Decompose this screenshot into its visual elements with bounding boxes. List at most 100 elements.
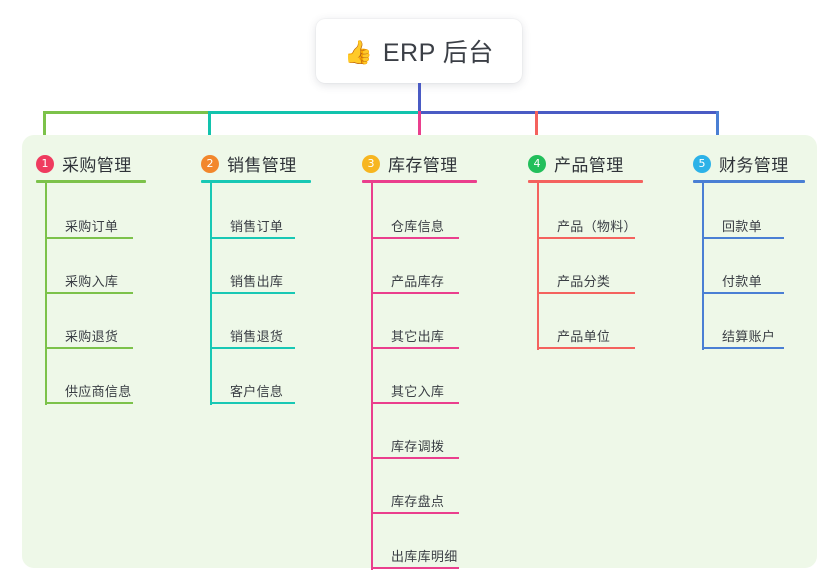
- connector-drop-4: [535, 111, 538, 147]
- connector-drop-2: [208, 111, 211, 147]
- list-item[interactable]: 其它入库: [371, 384, 459, 404]
- list-item-rule: [537, 237, 635, 239]
- list-item[interactable]: 出库库明细: [371, 549, 459, 569]
- connector-bar-right: [419, 111, 717, 114]
- column-1: 1 采购管理采购订单采购入库采购退货供应商信息: [36, 147, 164, 405]
- column-header-4[interactable]: 4 产品管理: [528, 147, 666, 180]
- thumbs-up-icon: 👍: [344, 38, 373, 65]
- column-2: 2 销售管理销售订单销售出库销售退货客户信息: [201, 147, 326, 405]
- connector-drop-5: [716, 111, 719, 147]
- trunk-line: [418, 83, 421, 113]
- column-spine-2: [210, 183, 212, 405]
- list-item-rule: [702, 237, 784, 239]
- list-item[interactable]: 产品库存: [371, 274, 459, 294]
- column-title-2: 销售管理: [227, 156, 297, 175]
- list-item-rule: [210, 292, 295, 294]
- list-item[interactable]: 回款单: [702, 219, 784, 239]
- column-spine-4: [537, 183, 539, 350]
- list-item-label: 销售订单: [230, 219, 284, 234]
- tree-panel: 1 采购管理采购订单采购入库采购退货供应商信息 2 销售管理销售订单销售出库销售退货客…: [22, 135, 817, 570]
- list-item-rule: [371, 512, 459, 514]
- list-item[interactable]: 采购订单: [45, 219, 133, 239]
- list-item-label: 产品分类: [557, 274, 611, 289]
- list-item[interactable]: 库存调拨: [371, 439, 459, 459]
- column-header-rule-2: [201, 180, 311, 183]
- list-item-rule: [45, 237, 133, 239]
- root-title-card[interactable]: 👍 ERP 后台: [316, 19, 522, 83]
- column-title-3: 库存管理: [388, 156, 458, 175]
- list-item[interactable]: 销售订单: [210, 219, 295, 239]
- column-header-rule-3: [362, 180, 477, 183]
- list-item-label: 结算账户: [722, 329, 776, 344]
- column-spine-5: [702, 183, 704, 350]
- list-item-label: 回款单: [722, 219, 762, 234]
- list-item[interactable]: 销售出库: [210, 274, 295, 294]
- column-header-rule-5: [693, 180, 805, 183]
- list-item[interactable]: 采购入库: [45, 274, 133, 294]
- list-item-rule: [371, 292, 459, 294]
- list-item-label: 客户信息: [230, 384, 284, 399]
- list-item-rule: [45, 292, 133, 294]
- list-item-rule: [45, 402, 133, 404]
- connector-bar-left: [44, 111, 209, 114]
- list-item-label: 仓库信息: [391, 219, 445, 234]
- list-item-rule: [702, 347, 784, 349]
- column-title-1: 采购管理: [62, 156, 132, 175]
- column-header-rule-4: [528, 180, 643, 183]
- column-header-1[interactable]: 1 采购管理: [36, 147, 164, 180]
- column-header-3[interactable]: 3 库存管理: [362, 147, 490, 180]
- list-item[interactable]: 其它出库: [371, 329, 459, 349]
- list-item-label: 库存盘点: [391, 494, 445, 509]
- column-badge-2: 2: [201, 154, 219, 173]
- list-item-label: 销售退货: [230, 329, 284, 344]
- list-item-rule: [371, 347, 459, 349]
- list-item-rule: [371, 237, 459, 239]
- list-item-rule: [537, 292, 635, 294]
- list-item-label: 付款单: [722, 274, 762, 289]
- connector-drop-1: [43, 111, 46, 147]
- column-3: 3 库存管理仓库信息产品库存其它出库其它入库库存调拨库存盘点出库库明细: [362, 147, 490, 570]
- list-item-rule: [702, 292, 784, 294]
- column-spine-3: [371, 183, 373, 570]
- column-badge-3: 3: [362, 154, 380, 173]
- list-item-rule: [210, 402, 295, 404]
- list-item[interactable]: 供应商信息: [45, 384, 133, 404]
- list-item-label: 采购入库: [65, 274, 119, 289]
- column-badge-1: 1: [36, 154, 54, 173]
- list-item[interactable]: 产品单位: [537, 329, 635, 349]
- list-item[interactable]: 付款单: [702, 274, 784, 294]
- list-item[interactable]: 客户信息: [210, 384, 295, 404]
- list-item[interactable]: 仓库信息: [371, 219, 459, 239]
- list-item-label: 采购订单: [65, 219, 119, 234]
- list-item-label: 供应商信息: [65, 384, 132, 399]
- list-item-rule: [210, 237, 295, 239]
- page-title: ERP 后台: [382, 39, 494, 67]
- connector-bar-mid: [209, 111, 421, 114]
- list-item-label: 其它出库: [391, 329, 445, 344]
- list-item-rule: [537, 347, 635, 349]
- column-title-5: 财务管理: [719, 156, 789, 175]
- list-item[interactable]: 销售退货: [210, 329, 295, 349]
- list-item-label: 库存调拨: [391, 439, 445, 454]
- list-item-label: 其它入库: [391, 384, 445, 399]
- column-4: 4 产品管理产品（物料） 产品分类产品单位: [528, 147, 666, 350]
- list-item-label: 产品库存: [391, 274, 445, 289]
- list-item[interactable]: 产品分类: [537, 274, 635, 294]
- list-item-label: 采购退货: [65, 329, 119, 344]
- column-spine-1: [45, 183, 47, 405]
- list-item[interactable]: 采购退货: [45, 329, 133, 349]
- list-item[interactable]: 库存盘点: [371, 494, 459, 514]
- column-header-2[interactable]: 2 销售管理: [201, 147, 326, 180]
- list-item-rule: [210, 347, 295, 349]
- column-title-4: 产品管理: [554, 156, 624, 175]
- list-item-rule: [371, 457, 459, 459]
- list-item-label: 产品单位: [557, 329, 611, 344]
- list-item-rule: [371, 567, 459, 569]
- list-item[interactable]: 结算账户: [702, 329, 784, 349]
- list-item[interactable]: 产品（物料）: [537, 219, 637, 239]
- connector-drop-3: [418, 111, 421, 147]
- column-badge-4: 4: [528, 154, 546, 173]
- list-item-label: 销售出库: [230, 274, 284, 289]
